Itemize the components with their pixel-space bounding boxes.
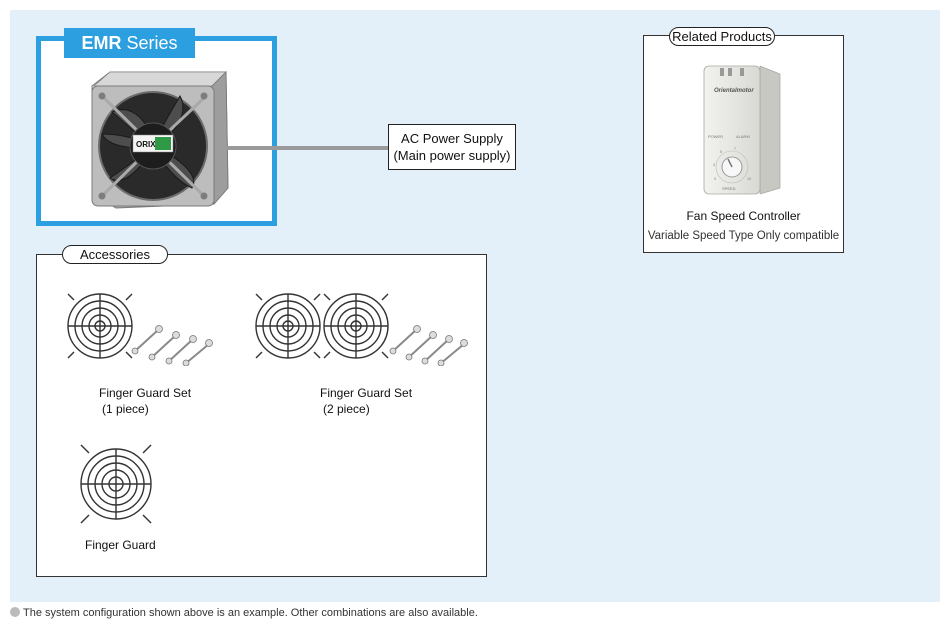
series-suffix: Series (121, 33, 178, 53)
accessory-item-1-label: Finger Guard Set (1 piece) (99, 385, 191, 417)
accessory-item-2-label: Finger Guard Set (2 piece) (320, 385, 412, 417)
ac-power-line2: (Main power supply) (393, 148, 511, 163)
controller-power-label: POWER (708, 134, 723, 139)
accessory-item-1-line2: (1 piece) (102, 402, 149, 416)
footnote-text: The system configuration shown above is … (23, 607, 478, 619)
controller-speed-label: SPEED (722, 186, 736, 191)
related-product-name: Fan Speed Controller (686, 209, 801, 223)
dial-mark: 5 (720, 150, 722, 154)
related-product-note: Variable Speed Type Only compatible (647, 230, 840, 242)
related-products-title: Related Products (669, 27, 775, 46)
power-connection-line (226, 146, 390, 150)
fan-brand-text: ORIX (136, 140, 156, 149)
series-tab: EMR Series (64, 28, 195, 58)
ac-power-supply-box: AC Power Supply (Main power supply) (388, 124, 516, 170)
series-name: EMR (81, 33, 122, 53)
dial-mark: 10 (747, 177, 751, 181)
accessory-item-2-line2: (2 piece) (323, 402, 370, 416)
accessory-item-2-line1: Finger Guard Set (320, 386, 413, 400)
dial-mark: 3 (713, 163, 715, 167)
dial-mark: 0 (714, 177, 716, 181)
accessories-title: Accessories (62, 245, 168, 264)
fan-image: ORIX (91, 71, 229, 209)
dial-mark: 7 (734, 147, 736, 151)
bullet-icon (10, 607, 20, 617)
controller-alarm-label: ALARM (736, 134, 750, 139)
finger-guard-image (80, 444, 152, 524)
accessory-item-3-label: Finger Guard (85, 538, 156, 552)
speed-controller-image: Orientalmotor POWER ALARM 0 3 5 7 10 SPE… (703, 65, 781, 195)
footnote: The system configuration shown above is … (10, 607, 478, 619)
finger-guard-set-1-image (67, 293, 213, 366)
ac-power-line1: AC Power Supply (401, 131, 503, 146)
finger-guard-set-2-image (255, 293, 468, 366)
controller-brand: Orientalmotor (714, 88, 754, 94)
accessory-item-1-line1: Finger Guard Set (99, 386, 192, 400)
